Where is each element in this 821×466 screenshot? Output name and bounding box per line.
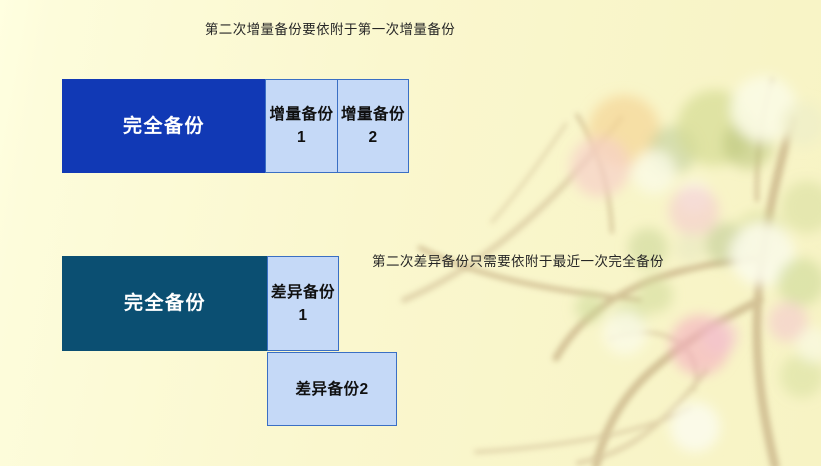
block-differential-backup-2: 差异备份2 xyxy=(267,352,397,426)
block-incremental-backup-1: 增量备份1 xyxy=(265,79,338,173)
caption-differential-backup: 第二次差异备份只需要依附于最近一次完全备份 xyxy=(372,254,664,269)
block-full-backup-incremental: 完全备份 xyxy=(62,79,266,173)
block-differential-backup-1: 差异备份1 xyxy=(267,256,339,351)
block-full-backup-differential: 完全备份 xyxy=(62,256,268,351)
caption-incremental-backup: 第二次增量备份要依附于第一次增量备份 xyxy=(204,22,456,37)
block-incremental-backup-2: 增量备份2 xyxy=(337,79,409,173)
